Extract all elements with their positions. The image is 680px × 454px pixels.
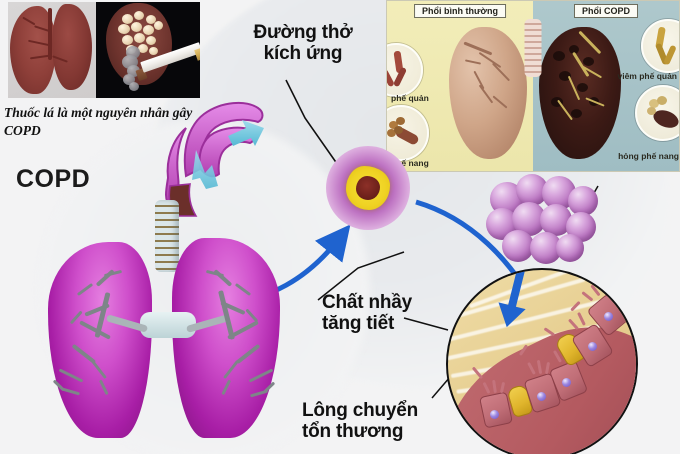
lungs-figure xyxy=(44,228,288,454)
smoking-caption: Thuốc lá là một nguyên nhân gây COPD xyxy=(4,105,193,139)
airway-lumen xyxy=(356,176,380,200)
right-lung-lobe xyxy=(172,238,280,438)
healthy-lung-photo xyxy=(8,2,96,98)
annotation-line-1: Đường thở xyxy=(253,22,353,43)
comparison-trachea xyxy=(524,19,542,77)
normal-lung-figure xyxy=(449,27,527,159)
mucus-flow-arrow xyxy=(498,270,526,328)
left-lung-lobe xyxy=(48,242,152,438)
damaged-alveolus-detail-circle xyxy=(635,85,679,141)
diseased-lung-with-cigarette-photo xyxy=(96,2,200,98)
annotation-irritated-airway: Đường thở kích ứng xyxy=(228,22,378,65)
irritated-airway-cross-section xyxy=(326,146,410,230)
annotation-cilia-damage: Lông chuyển tổn thương xyxy=(302,400,492,443)
normal-vs-copd-lung-inset: Phổi bình thường phế quản phế xyxy=(386,0,680,172)
copd-lung-panel: Phổi COPD viêm phế quản xyxy=(533,1,679,171)
annotation-mucus-hypersecretion: Chất nhầy tăng tiết xyxy=(322,292,492,335)
normal-lung-panel: Phổi bình thường phế quản phế xyxy=(387,1,533,171)
copd-lung-figure xyxy=(539,27,621,159)
alveolus-detail-circle xyxy=(387,105,429,161)
healthy-lung-right-lobe xyxy=(52,4,92,90)
bronchial-hilum xyxy=(140,312,196,338)
annotation-line-2: tăng tiết xyxy=(322,313,395,335)
copd-lung-title: Phổi COPD xyxy=(573,4,639,18)
smoking-causes-copd-inset xyxy=(8,2,200,98)
annotation-line-2: kích ứng xyxy=(263,43,343,65)
alveoli-cluster xyxy=(486,172,604,268)
trachea xyxy=(155,200,179,272)
bronchus-label: phế quản xyxy=(391,93,429,103)
alveolus-label: phế nang xyxy=(391,158,429,168)
annotation-line-2: tổn thương xyxy=(302,421,404,443)
damaged-alveolus-label: hỏng phế nang xyxy=(618,151,679,161)
normal-lung-title: Phổi bình thường xyxy=(414,4,506,18)
bronchitis-detail-circle xyxy=(641,19,679,73)
bronchus-detail-circle xyxy=(387,43,423,97)
annotation-line-1: Chất nhầy xyxy=(322,292,413,313)
annotation-line-1: Lông chuyển xyxy=(302,400,419,421)
page-title-copd: COPD xyxy=(16,165,91,193)
epithelium-detail-circle xyxy=(446,268,638,454)
bronchitis-label: viêm phế quản xyxy=(617,71,677,81)
